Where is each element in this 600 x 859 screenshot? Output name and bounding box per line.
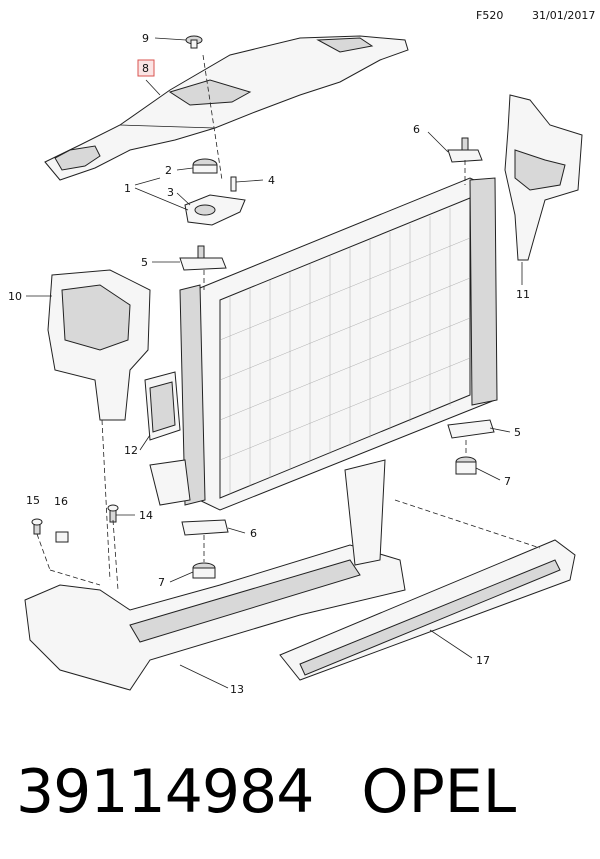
callout-5-upper: 5 <box>141 256 148 269</box>
part-radiator <box>149 177 498 511</box>
callout-15: 15 <box>26 494 40 507</box>
part-left-deflector <box>47 269 151 421</box>
part-bracket-5-upper <box>179 245 227 271</box>
footer: 39114984 OPEL <box>16 752 596 832</box>
part-bracket-6-lower <box>181 519 229 579</box>
callout-1: 1 <box>124 182 131 195</box>
part-fasteners <box>31 504 119 543</box>
part-module-12 <box>144 371 181 441</box>
callout-7-left: 7 <box>158 576 165 589</box>
part-lower-strip <box>279 539 576 681</box>
callout-9: 9 <box>142 32 149 45</box>
callout-2: 2 <box>165 164 172 177</box>
callout-6-upper: 6 <box>413 123 420 136</box>
callout-16: 16 <box>54 495 68 508</box>
callout-14: 14 <box>139 509 153 522</box>
callout-4: 4 <box>268 174 275 187</box>
exploded-parts-diagram: 9 8 2 1 3 4 6 5 10 11 12 5 7 15 16 14 6 … <box>8 32 583 696</box>
callout-11: 11 <box>516 288 530 301</box>
callout-5-lower: 5 <box>514 426 521 439</box>
part-lower-frame <box>24 459 406 691</box>
part-upper-air-deflector <box>44 35 409 181</box>
callout-8: 8 <box>142 62 149 75</box>
highlight-box-8 <box>137 59 155 77</box>
part-right-deflector <box>504 94 583 261</box>
part-number: 39114984 <box>16 757 314 827</box>
callout-12: 12 <box>124 444 138 457</box>
part-bracket-5-lower <box>447 419 495 475</box>
diagram-code: F520 <box>476 9 504 22</box>
diagram-date: 31/01/2017 <box>532 9 596 22</box>
callout-10: 10 <box>8 290 22 303</box>
callout-6-lower: 6 <box>250 527 257 540</box>
part-bracket-6-upper <box>447 137 483 163</box>
callout-17: 17 <box>476 654 490 667</box>
callout-13: 13 <box>230 683 244 696</box>
part-clip-9 <box>185 35 203 49</box>
callout-7-right: 7 <box>504 475 511 488</box>
part-upper-mount <box>184 158 246 226</box>
brand-name: OPEL <box>361 757 517 827</box>
callout-3: 3 <box>167 186 174 199</box>
